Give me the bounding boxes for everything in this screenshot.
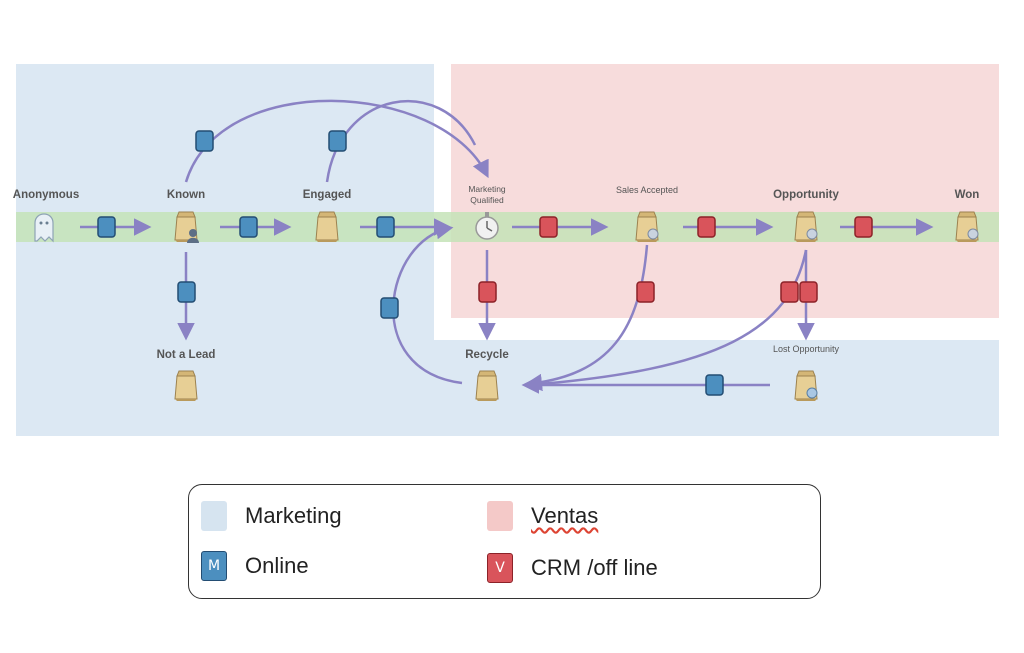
online-marker — [376, 216, 395, 238]
bag-icon — [475, 370, 499, 402]
legend-item-online: M Online — [201, 551, 309, 581]
crm-marker — [636, 281, 655, 303]
legend-item-marketing: Marketing — [201, 501, 342, 531]
arrow-opportunity-recycle-curve — [527, 249, 808, 387]
bag-check-icon — [635, 211, 659, 243]
crm-marker — [478, 281, 497, 303]
legend: Marketing Ventas M Online V CRM /off lin… — [188, 484, 821, 599]
bag-check-icon — [794, 211, 818, 243]
stage-label-opportunity: Opportunity — [773, 189, 839, 201]
online-marker — [97, 216, 116, 238]
legend-label-marketing: Marketing — [245, 503, 342, 528]
online-marker — [705, 374, 724, 396]
stage-label-recycle: Recycle — [465, 349, 508, 361]
crm-marker — [539, 216, 558, 238]
stopwatch-icon — [475, 212, 499, 240]
user-bag-icon — [174, 211, 199, 243]
crm-marker — [697, 216, 716, 238]
stage-label-marketing-qualified-1: Marketing — [468, 184, 506, 194]
marketing-zone — [16, 64, 434, 436]
online-marker — [195, 130, 214, 152]
online-marker — [380, 297, 399, 319]
sales-zone — [451, 64, 999, 318]
crm-swatch: V — [487, 553, 513, 583]
online-marker — [177, 281, 196, 303]
stage-label-engaged: Engaged — [303, 189, 352, 201]
stage-label-marketing-qualified-2: Qualified — [470, 195, 504, 205]
legend-label-crm: CRM /off line — [531, 555, 658, 580]
stage-label-lost-opportunity: Lost Opportunity — [773, 344, 840, 354]
stage-label-known: Known — [167, 189, 205, 201]
crm-marker — [799, 281, 818, 303]
bag-icon — [315, 211, 339, 243]
bag-icon — [174, 370, 198, 402]
bag-globe-icon — [794, 370, 818, 402]
crm-marker — [780, 281, 799, 303]
arrow-sal-recycle-curve — [524, 244, 649, 392]
legend-item-ventas: Ventas — [487, 501, 598, 531]
bag-check-icon — [955, 211, 979, 243]
online-swatch: M — [201, 551, 227, 581]
ventas-swatch — [487, 501, 513, 531]
marketing-swatch — [201, 501, 227, 531]
legend-label-online: Online — [245, 553, 309, 578]
stage-label-anonymous: Anonymous — [13, 189, 79, 201]
stage-label-not-a-lead: Not a Lead — [157, 349, 216, 361]
legend-label-ventas: Ventas — [531, 503, 599, 528]
online-marker — [239, 216, 258, 238]
stage-label-sales-accepted: Sales Accepted — [616, 185, 678, 195]
crm-marker — [854, 216, 873, 238]
stage-label-won: Won — [955, 189, 980, 201]
online-marker — [328, 130, 347, 152]
legend-item-crm: V CRM /off line — [487, 553, 658, 583]
ghost-icon — [34, 213, 54, 243]
